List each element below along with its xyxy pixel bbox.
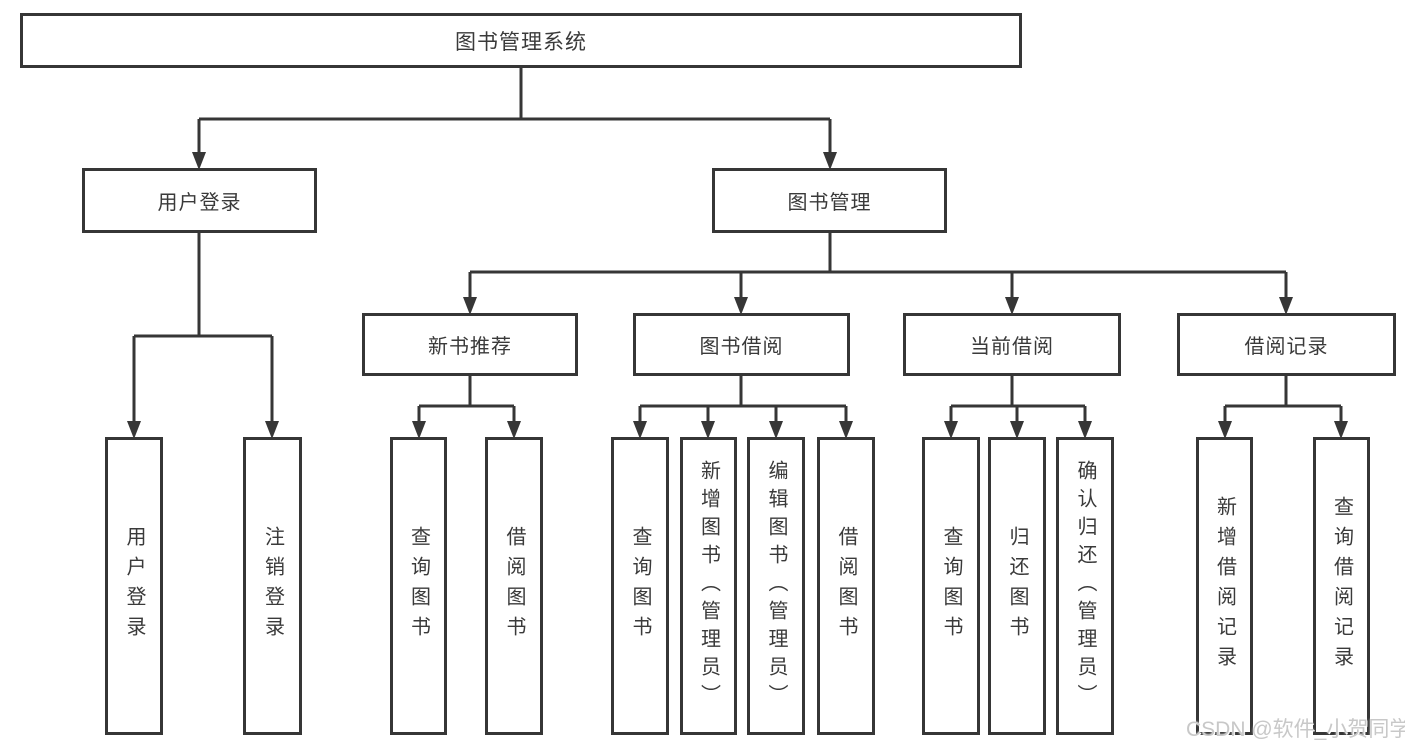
connector-root-to-level2 [197, 68, 832, 154]
arrow-to-user-login [192, 152, 206, 170]
arrow-to-leaf-query-book-recommend [412, 421, 426, 439]
node-leaf-borrow-book-borrow: 借阅图书 [817, 437, 875, 735]
node-book-borrow: 图书借阅 [633, 313, 850, 376]
node-root: 图书管理系统 [20, 13, 1022, 68]
node-leaf-borrow-book-recommend-label: 借阅图书 [503, 526, 525, 646]
arrow-to-leaf-user-login [127, 421, 141, 439]
connector-book-borrow-to-leaves [638, 376, 848, 423]
node-leaf-confirm-return-admin: 确认归还（管理员） [1056, 437, 1114, 735]
arrow-to-leaf-add-borrow-record [1218, 421, 1232, 439]
node-book-management: 图书管理 [712, 168, 947, 233]
arrow-to-leaf-return-book [1010, 421, 1024, 439]
connector-user-login-to-leaves [132, 233, 274, 423]
node-leaf-return-book-label: 归还图书 [1006, 526, 1028, 646]
node-leaf-logout: 注销登录 [243, 437, 302, 735]
node-leaf-edit-book-admin: 编辑图书（管理员） [747, 437, 805, 735]
arrow-to-leaf-confirm-return-admin [1078, 421, 1092, 439]
node-leaf-add-book-admin: 新增图书（管理员） [680, 437, 737, 735]
arrow-to-leaf-edit-book-admin [769, 421, 783, 439]
node-leaf-user-login-label: 用户登录 [123, 526, 145, 646]
node-current-borrow: 当前借阅 [903, 313, 1121, 376]
node-leaf-borrow-book-borrow-label: 借阅图书 [835, 526, 857, 646]
watermark: CSDN @软件_小贺同学 [1186, 718, 1405, 741]
node-leaf-add-borrow-record: 新增借阅记录 [1196, 437, 1253, 735]
node-leaf-edit-book-admin-label: 编辑图书（管理员） [765, 460, 787, 712]
node-leaf-query-book-current-label: 查询图书 [940, 526, 962, 646]
node-leaf-return-book: 归还图书 [988, 437, 1046, 735]
arrow-to-borrow-record [1279, 297, 1293, 315]
node-leaf-confirm-return-admin-label: 确认归还（管理员） [1074, 460, 1096, 712]
node-leaf-query-book-borrow-label: 查询图书 [629, 526, 651, 646]
node-user-login: 用户登录 [82, 168, 317, 233]
node-leaf-query-book-borrow: 查询图书 [611, 437, 669, 735]
arrow-to-leaf-borrow-book-borrow [839, 421, 853, 439]
node-new-book-recommend: 新书推荐 [362, 313, 578, 376]
connector-new-book-recommend-to-leaves [417, 376, 516, 423]
arrow-to-leaf-query-book-borrow [633, 421, 647, 439]
node-leaf-borrow-book-recommend: 借阅图书 [485, 437, 543, 735]
connector-borrow-record-to-leaves [1223, 376, 1343, 423]
arrow-to-leaf-borrow-book-recommend [507, 421, 521, 439]
arrow-to-book-borrow [734, 297, 748, 315]
node-leaf-add-book-admin-label: 新增图书（管理员） [697, 460, 720, 712]
node-borrow-record: 借阅记录 [1177, 313, 1396, 376]
arrowheads [127, 152, 1348, 439]
arrow-to-new-book-recommend [463, 297, 477, 315]
connector-current-borrow-to-leaves [949, 376, 1087, 423]
node-leaf-query-borrow-record-label: 查询借阅记录 [1330, 496, 1353, 676]
node-leaf-query-book-recommend: 查询图书 [390, 437, 447, 735]
arrow-to-leaf-query-borrow-record [1334, 421, 1348, 439]
arrow-to-book-management [823, 152, 837, 170]
node-leaf-query-book-recommend-label: 查询图书 [407, 526, 430, 646]
connector-book-management-to-level3 [468, 233, 1288, 299]
node-leaf-logout-label: 注销登录 [261, 526, 284, 646]
arrow-to-leaf-logout [265, 421, 279, 439]
node-leaf-add-borrow-record-label: 新增借阅记录 [1213, 496, 1236, 676]
node-leaf-query-borrow-record: 查询借阅记录 [1313, 437, 1370, 735]
arrow-to-leaf-add-book-admin [701, 421, 715, 439]
arrow-to-current-borrow [1005, 297, 1019, 315]
node-leaf-user-login: 用户登录 [105, 437, 163, 735]
arrow-to-leaf-query-book-current [944, 421, 958, 439]
node-leaf-query-book-current: 查询图书 [922, 437, 980, 735]
